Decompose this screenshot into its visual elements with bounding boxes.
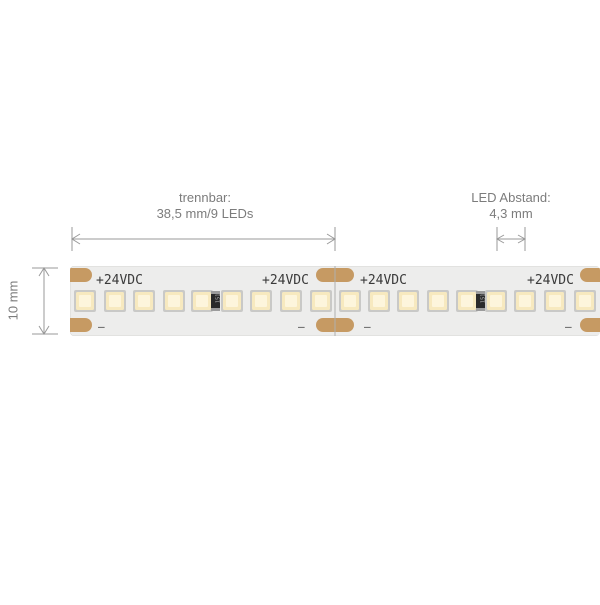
resistor-cap [476,291,485,294]
height-label: 10 mm [5,280,21,321]
led [250,290,272,312]
cut-length-label-line2: 38,5 mm/9 LEDs [156,206,254,221]
led [485,290,507,312]
led-emitter [109,295,121,307]
resistor-cap [476,308,485,311]
led-pitch-label: LED Abstand: 4,3 mm [451,190,571,222]
led-emitter [519,295,531,307]
voltage-label: +24VDC [96,273,143,288]
led-emitter [79,295,91,307]
solder-pads [70,266,600,336]
led-emitter [579,295,591,307]
led-emitter [315,295,327,307]
led-emitter [255,295,267,307]
led [456,290,478,312]
cut-length-label: trennbar: 38,5 mm/9 LEDs [110,190,300,222]
solder-pad [580,268,600,282]
led [544,290,566,312]
resistor-cap [211,291,220,294]
resistors: 151 151 [211,291,487,311]
pitch-dim-arrow-left [495,234,505,244]
led [280,290,302,312]
led [133,290,155,312]
led-row [74,290,596,312]
resistor-body [211,291,220,311]
minus-label: – [98,320,105,333]
cut-dim-arrow-right [326,233,336,245]
led-emitter [196,295,208,307]
strip-labels: +24VDC +24VDC +24VDC +24VDC – – – – [96,273,574,333]
minus-label: – [298,320,305,333]
resistor-body [476,291,485,311]
led [104,290,126,312]
led-emitter [285,295,297,307]
led [368,290,390,312]
solder-pad [580,318,600,332]
height-dim-arrow-bottom [38,325,50,335]
minus-label: – [364,320,371,333]
led [427,290,449,312]
led-emitter [432,295,444,307]
led [191,290,213,312]
led [514,290,536,312]
led-emitter [226,295,238,307]
resistor: 151 [476,291,487,311]
led [163,290,185,312]
led [574,290,596,312]
solder-pad [70,318,92,332]
led-pitch-label-line2: 4,3 mm [489,206,533,221]
led-emitter [168,295,180,307]
led [221,290,243,312]
led-emitter [138,295,150,307]
led-emitter [373,295,385,307]
voltage-label: +24VDC [527,273,574,288]
cut-dim-arrow-left [71,233,81,245]
led-pitch-label-line1: LED Abstand: [471,190,551,205]
cut-length-label-line1: trennbar: [178,190,232,205]
led-strip: +24VDC +24VDC +24VDC +24VDC – – – – 151 151 [70,266,600,336]
pitch-dim-arrow-right [517,234,527,244]
led-emitter [490,295,502,307]
minus-label: – [565,320,572,333]
resistor: 151 [211,291,222,311]
led [74,290,96,312]
height-dim-arrow-top [38,267,50,277]
resistor-label: 151 [216,293,222,303]
led [397,290,419,312]
led-emitter [549,295,561,307]
height-dimension [32,267,58,335]
led-emitter [461,295,473,307]
led [339,290,361,312]
voltage-label: +24VDC [360,273,407,288]
solder-pad [70,268,92,282]
led-pitch-dimension [495,227,527,251]
led-emitter [402,295,414,307]
cut-length-dimension [71,227,336,251]
resistor-label: 151 [481,293,487,303]
led-emitter [344,295,356,307]
resistor-cap [211,308,220,311]
voltage-label: +24VDC [262,273,309,288]
led [310,290,332,312]
